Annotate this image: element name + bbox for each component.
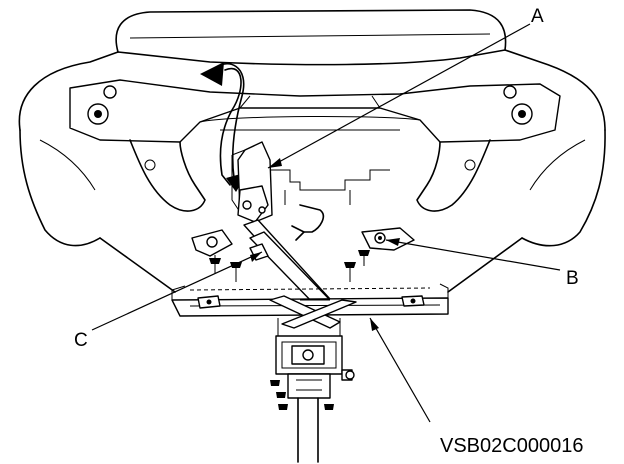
callout-b-label: B: [566, 268, 579, 289]
cross-brace: [269, 295, 357, 329]
vehicle-body-outline: [18, 9, 606, 293]
bolt-icon: [270, 380, 334, 410]
bolt-icon: [358, 250, 370, 266]
leader-lines: [91, 23, 561, 423]
jack-lift-assembly: [275, 318, 355, 463]
subframe: [69, 79, 561, 212]
hook-clip: [291, 204, 325, 241]
callout-c-label: C: [74, 330, 88, 351]
bolt-icon: [209, 258, 221, 274]
horizontal-beam: [171, 283, 449, 317]
bolt-icon: [230, 262, 242, 282]
right-mount-bracket: [361, 227, 415, 251]
bolt-icon: [344, 262, 356, 282]
callout-a-label: A: [531, 6, 544, 27]
left-mount-bracket: [191, 229, 233, 268]
beam-end-bracket: [197, 295, 425, 309]
figure-code-label: VSB02C000016: [440, 435, 583, 457]
support-bracket: [231, 141, 273, 223]
